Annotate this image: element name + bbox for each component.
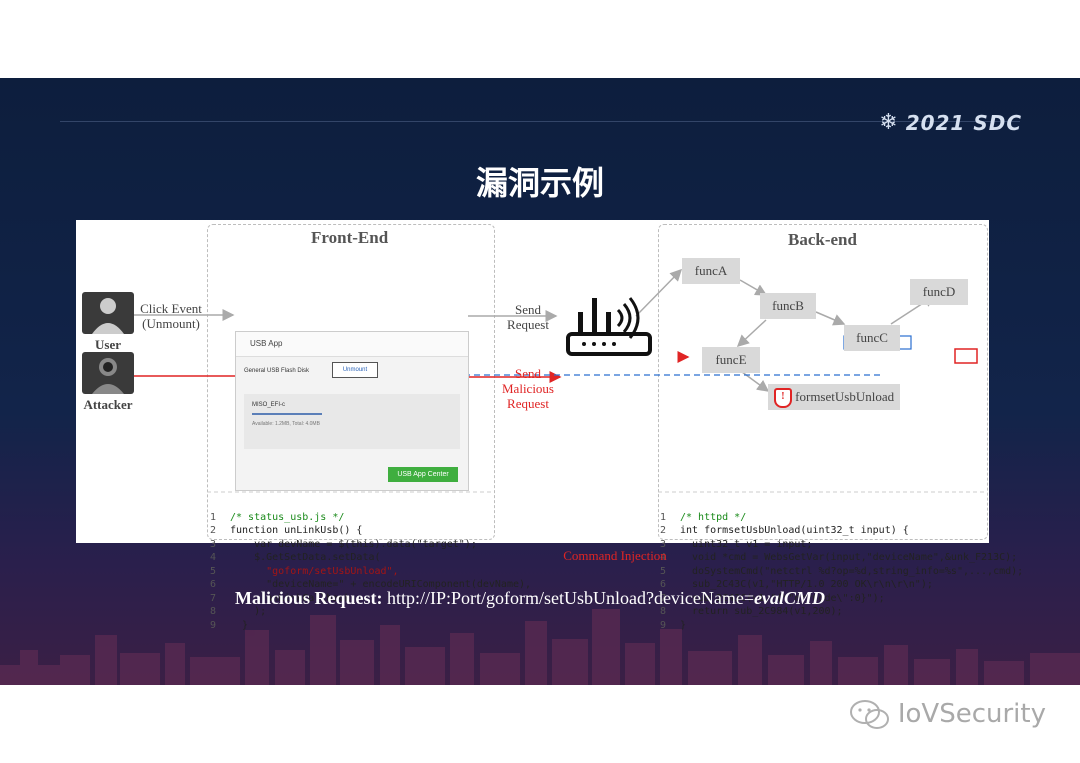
frontend-heading: Front-End xyxy=(311,228,389,247)
usb-app-center-button[interactable]: USB App Center xyxy=(388,467,458,482)
node-funcC: funcC xyxy=(844,325,900,351)
shield-warning-icon: ! xyxy=(773,388,792,409)
backend-cmd-highlight xyxy=(954,348,978,364)
node-funcB: funcB xyxy=(760,293,816,319)
node-formsetUsbUnload: ! formsetUsbUnload xyxy=(768,384,900,410)
backend-box xyxy=(658,224,988,540)
header-divider xyxy=(60,121,1020,122)
router-to-funcA xyxy=(635,268,683,317)
router-icon xyxy=(566,297,652,356)
unmount-button[interactable]: Unmount xyxy=(332,362,378,378)
slide-title: 漏洞示例 xyxy=(475,164,604,202)
hacker-icon xyxy=(82,352,134,394)
node-funcE: funcE xyxy=(702,347,760,373)
watermark-text: IoVSecurity xyxy=(897,699,1046,729)
snowflake-icon: ❄ xyxy=(879,110,898,135)
user-icon xyxy=(82,292,134,334)
city-skyline-decoration xyxy=(0,609,1080,685)
volume-info: Available: 1.2MB, Total: 4.0MB xyxy=(252,421,320,427)
slide-background: ❄ 2021 SDC 漏洞示例 Front-End Back-end xyxy=(0,78,1080,685)
wechat-icon xyxy=(849,700,889,729)
malicious-request-label: Malicious Request: xyxy=(234,588,383,608)
usb-panel-header: USB App xyxy=(236,332,468,357)
send-malicious-label: Send Malicious Request xyxy=(502,366,554,411)
click-event-label: Click Event (Unmount) xyxy=(140,301,202,331)
attacker-figure: Attacker xyxy=(82,352,134,413)
usb-volume-card: MISO_EFI-c Available: 1.2MB, Total: 4.0M… xyxy=(244,394,460,449)
node-funcD: funcD xyxy=(910,279,968,305)
usb-device-label: General USB Flash Disk xyxy=(244,368,310,374)
volume-name: MISO_EFI-c xyxy=(252,402,286,408)
malicious-request-line: Malicious Request: http://IP:Port/goform… xyxy=(0,588,1060,609)
user-label: User xyxy=(95,337,121,352)
user-figure: User xyxy=(82,292,134,353)
vulnerability-diagram: Front-End Back-end xyxy=(76,220,1023,631)
frontend-box xyxy=(207,224,495,540)
malicious-request-url: http://IP:Port/goform/setUsbUnload?devic… xyxy=(382,588,755,608)
logo-text: 2021 SDC xyxy=(905,110,1022,135)
volume-usage-bar xyxy=(252,413,322,415)
watermark: IoVSecurity xyxy=(848,697,1046,731)
sdc-logo: ❄ 2021 SDC xyxy=(879,110,1022,135)
usb-app-panel: USB App General USB Flash Disk Unmount M… xyxy=(235,331,469,491)
attacker-label: Attacker xyxy=(83,397,133,412)
malicious-request-payload: evalCMD xyxy=(754,588,826,608)
backend-heading: Back-end xyxy=(788,230,857,249)
node-funcA: funcA xyxy=(682,258,740,284)
send-request-label: Send Request xyxy=(507,302,549,332)
command-injection-label: Command Injection xyxy=(563,548,667,563)
